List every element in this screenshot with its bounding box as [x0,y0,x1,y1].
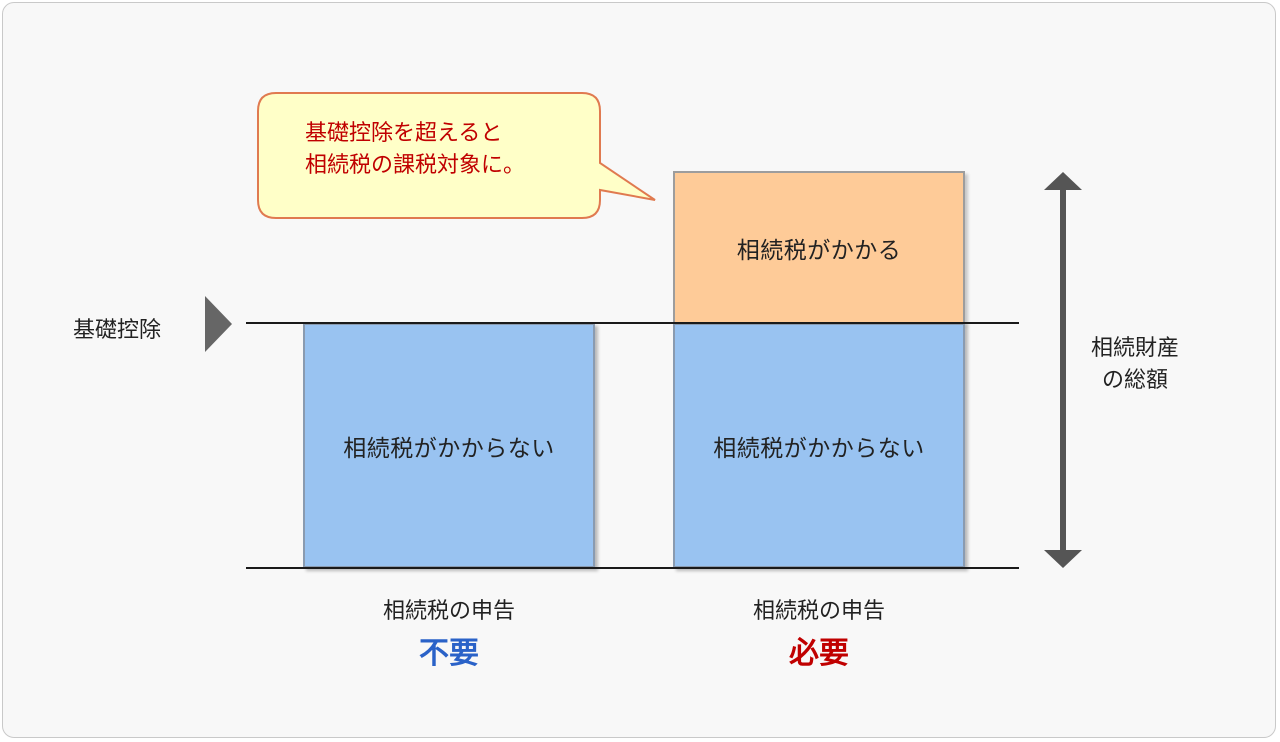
total-assets-line-2: の総額 [1101,368,1168,393]
basic-deduction-line [246,322,1019,324]
callout-text: 基礎控除を超えると 相続税の課税対象に。 [305,118,525,182]
baseline [246,567,1019,569]
left-caption: 相続税の申告 不要 [303,592,595,676]
right-taxable-box: 相続税がかかる [673,171,965,324]
callout-line-1: 基礎控除を超えると [305,121,503,146]
left-no-tax-box: 相続税がかからない [303,323,595,568]
left-caption-text: 相続税の申告 [382,599,515,624]
double-arrow-icon [1044,172,1082,568]
triangle-pointer-icon [205,296,232,352]
right-no-tax-text: 相続税がかからない [713,435,925,462]
right-no-tax-box: 相続税がかからない [673,323,965,568]
left-no-tax-text: 相続税がかからない [343,435,555,462]
right-taxable-text: 相続税がかかる [736,237,902,264]
left-status-not-required: 不要 [419,636,479,671]
basic-deduction-label: 基礎控除 [73,318,162,343]
right-status-required: 必要 [789,636,849,671]
callout-line-2: 相続税の課税対象に。 [305,153,526,178]
total-assets-line-1: 相続財産 [1090,336,1179,361]
right-caption: 相続税の申告 必要 [673,592,965,676]
total-assets-label: 相続財産 の総額 [1080,333,1190,397]
right-caption-text: 相続税の申告 [752,599,885,624]
